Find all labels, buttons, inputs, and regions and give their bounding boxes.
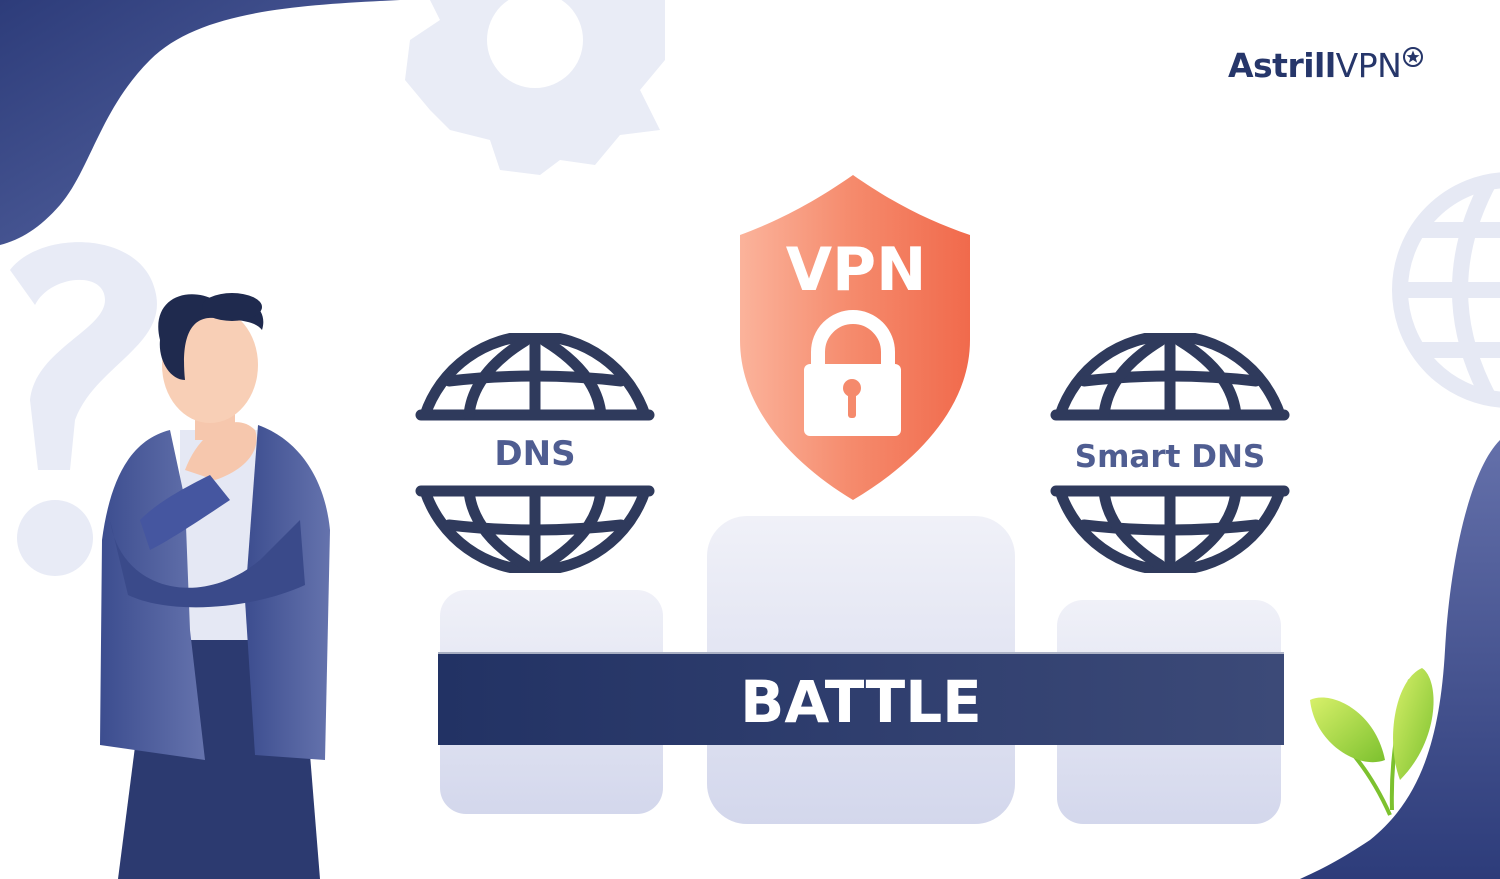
brand-name-light: VPN (1335, 46, 1402, 85)
vpn-shield-icon (740, 175, 970, 500)
top-left-wave-shape (0, 0, 400, 245)
brand-name-bold: Astrill (1228, 46, 1336, 85)
question-mark-icon (10, 242, 157, 576)
smart-dns-label: Smart DNS (1075, 439, 1265, 475)
dns-label: DNS (494, 434, 575, 474)
star-badge-icon (1403, 47, 1424, 67)
shield-label: VPN (786, 235, 927, 305)
padlock-icon (804, 310, 901, 436)
battle-banner-label: BATTLE (740, 668, 982, 736)
bottom-right-wave-shape (1300, 440, 1500, 879)
background-globe-icon (1392, 172, 1500, 408)
battle-banner (438, 652, 1284, 745)
plant-icon (1310, 668, 1434, 816)
thinking-person-illustration (100, 293, 330, 879)
gear-icon (405, 0, 665, 175)
